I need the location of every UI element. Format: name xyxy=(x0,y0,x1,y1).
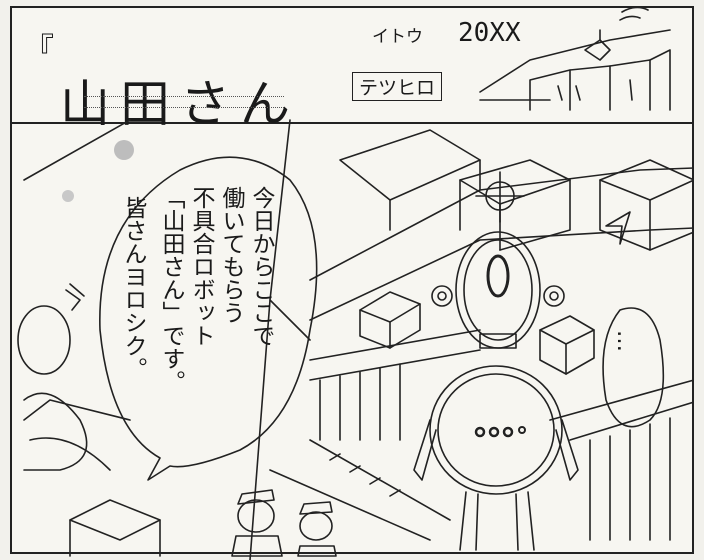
title-bracket: 『 xyxy=(24,32,54,67)
robot-speech-ellipsis: … xyxy=(612,330,637,352)
speech-line-2: 働いてもらう xyxy=(218,186,244,324)
speech-line-4: 「山田さん」です。 xyxy=(158,186,184,393)
comic-title: 山田さん xyxy=(60,74,300,133)
background-figure-left xyxy=(17,283,111,471)
year-label: 20XX xyxy=(458,18,521,48)
background-figures-bottom xyxy=(69,489,337,557)
speech-line-1: 今日からここで xyxy=(248,186,274,347)
author-given-name: テツヒロ xyxy=(352,72,443,101)
speech-line-3: 不具合ロボット xyxy=(188,186,214,347)
comic-artwork xyxy=(17,6,694,560)
header-divider xyxy=(10,122,694,124)
robot-yamada xyxy=(413,231,579,551)
speech-line-5: 皆さんヨロシク。 xyxy=(120,196,146,380)
header-city-drawing xyxy=(479,6,671,111)
author-family-name: イトウ xyxy=(372,27,423,47)
title-underline-scribble xyxy=(84,96,284,108)
